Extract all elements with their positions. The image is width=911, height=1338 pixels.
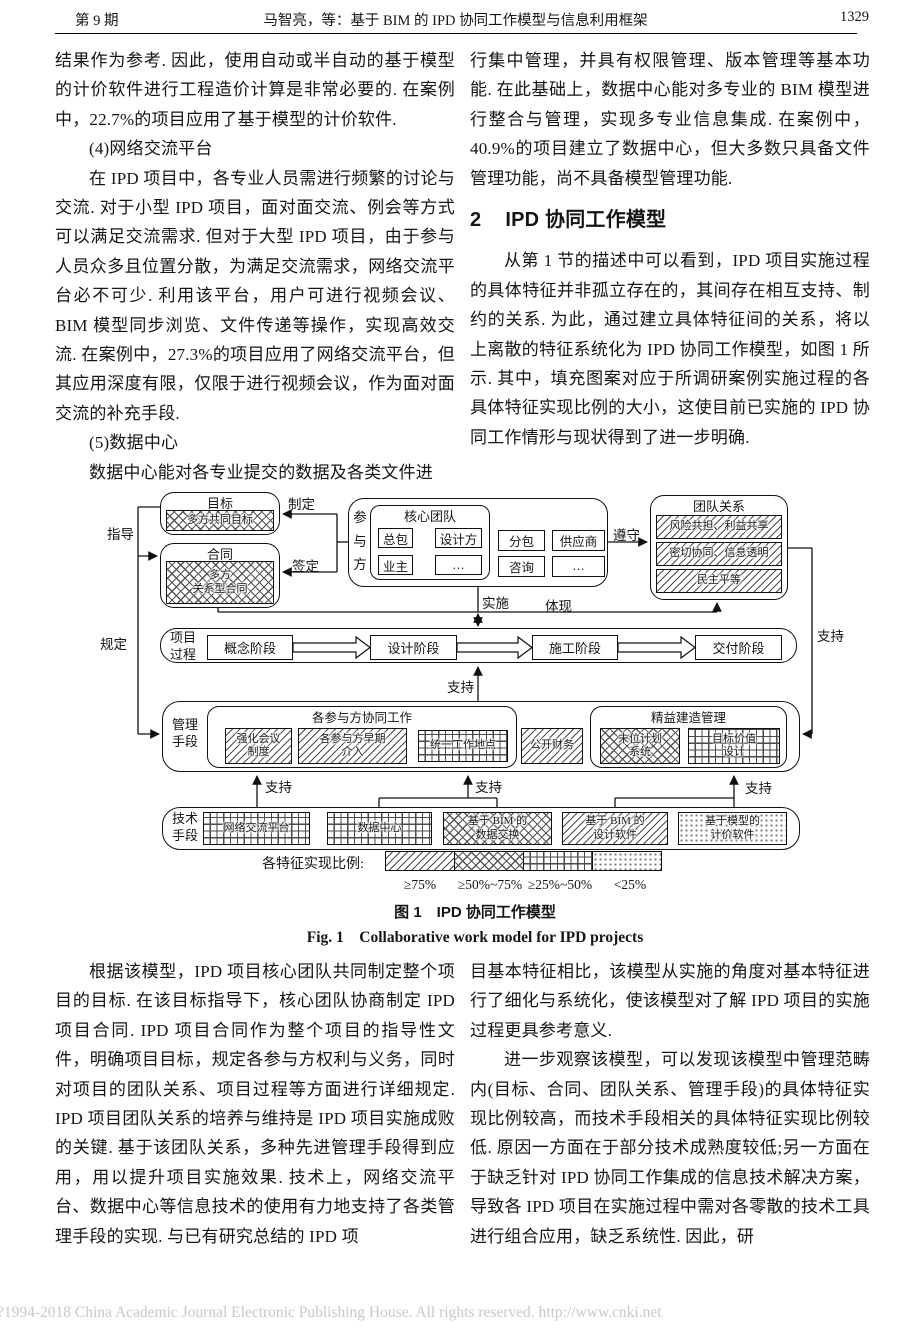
legend-swatch-diag [385,851,455,871]
edge-label-sign: 签定 [292,559,319,574]
participants-label: 参 与 方 [353,510,367,573]
team-relation-item: 风险共担、利益共享 [656,515,782,539]
page-number: 1329 [840,9,869,25]
body-paragraph: 根据该模型，IPD 项目核心团队共同制定整个项目的目标. 在该目标指导下，核心团… [55,962,455,1246]
legend-range: ≥50%~75% [457,877,523,892]
edge-label-support: 支持 [475,780,502,795]
edge-label-guide: 指导 [107,527,134,542]
lean-title: 精益建造管理 [650,711,726,725]
subheading-4: (4)网络交流平台 [89,139,213,159]
body-paragraph: 从第 1 节的描述中可以看到，IPD 项目实施过程的具体特征并非孤立存在的，其间… [470,251,870,447]
section-heading: 2 IPD 协同工作模型 [470,206,870,235]
contract-title: 合同 [206,547,233,562]
section-number: 2 [470,209,482,232]
section-title: IPD 协同工作模型 [505,209,667,232]
right-column-top: 行集中管理，并具有权限管理、版本管理等基本功能. 在此基础上，数据中心能对多专业… [470,46,870,452]
core-team-title: 核心团队 [403,509,456,524]
edge-label-stipulate: 规定 [100,637,127,652]
core-member: 设计方 [435,528,482,548]
technology-band-label: 技术 手段 [171,811,198,843]
edge-label-support: 支持 [447,680,474,695]
goal-item: 多方共同目标 [166,510,274,531]
legend-range: ≥75% [403,877,437,892]
other-participant: 供应商 [552,530,605,551]
contract-item: 多方 关系型合同 [166,561,274,604]
issue-label: 第 9 期 [75,13,119,29]
figure-caption-en: Fig. 1 Collaborative work model for IPD … [306,929,644,946]
edge-label-embody: 体现 [545,599,572,614]
tech-item-model-pricing-software: 基于模型的 计价软件 [678,812,787,845]
left-column-bottom: 根据该模型，IPD 项目核心团队共同制定整个项目的目标. 在该目标指导下，核心团… [55,957,455,1251]
tech-item-bim-design-software: 基于 BIM 的 设计软件 [562,812,668,845]
running-title: 马智亮，等：基于 BIM 的 IPD 协同工作模型与信息利用框架 [263,13,648,29]
legend-label: 各特征实现比例: [262,857,364,872]
edge-label-support: 支持 [745,781,772,796]
edge-label-support: 支持 [817,629,844,644]
lean-item-last-planner: 末位计划 系统 [600,728,680,764]
phase-delivery: 交付阶段 [695,635,782,660]
legend-range: ≥25%~50% [527,877,593,892]
body-paragraph: 进一步观察该模型，可以发现该模型中管理范畴内(目标、合同、团队关系、管理手段)的… [470,1050,870,1246]
legend-swatch-grid [523,851,593,871]
copyright-footer: ?1994-2018 China Academic Journal Electr… [0,1304,662,1321]
body-paragraph: 目基本特征相比，该模型从实施的角度对基本特征进行了细化与系统化，使该模型对了解 … [470,962,870,1040]
left-column-top: 结果作为参考. 因此，使用自动或半自动的基于模型的计价软件进行工程造价计算是非常… [55,46,455,487]
phase-concept: 概念阶段 [207,635,293,660]
figure-caption-zh: 图 1 IPD 协同工作模型 [394,904,556,921]
body-paragraph: 数据中心能对各专业提交的数据及各类文件进 [89,462,433,482]
subheading-5: (5)数据中心 [89,433,179,453]
core-member: 业主 [378,555,413,575]
team-relations-title: 团队关系 [692,499,745,514]
lean-item-target-value: 目标价值 设计 [688,728,780,764]
goal-title: 目标 [206,496,233,511]
tech-item-network-platform: 网络交流平台 [203,812,310,845]
body-paragraph: 结果作为参考. 因此，使用自动或半自动的基于模型的计价软件进行工程造价计算是非常… [55,51,455,129]
mgmt-item-meeting: 强化会议 制度 [225,728,292,764]
phase-design: 设计阶段 [370,635,457,660]
tech-item-bim-data-exchange: 基于 BIM 的 数据交换 [443,812,552,845]
header-rule [55,33,857,34]
edge-label-obey: 遵守 [613,528,640,543]
process-band-label: 项目 过程 [169,630,196,662]
body-paragraph: 在 IPD 项目中，各专业人员需进行频繁的讨论与交流. 对于小型 IPD 项目，… [55,168,455,423]
mgmt-item-colocation: 统一工作地点 [418,730,508,762]
other-participant: 分包 [498,530,545,551]
other-participant: 咨询 [498,556,545,577]
figure-1: 目标 多方共同目标 合同 多方 关系型合同 参 与 方 核心团队 总包 设计方 … [95,487,855,957]
legend-range: <25% [613,877,647,892]
collab-work-title: 各参与方协同工作 [311,711,412,725]
core-member: … [435,555,482,575]
tech-item-data-center: 数据中心 [327,812,432,845]
team-relation-item: 民主平等 [656,569,782,593]
legend-swatch-dots [592,851,662,871]
management-band-label: 管理 手段 [171,717,198,749]
legend-swatch-cross [454,851,524,871]
body-paragraph: 行集中管理，并具有权限管理、版本管理等基本功能. 在此基础上，数据中心能对多专业… [470,51,870,188]
core-member: 总包 [378,528,413,548]
edge-label-make: 制定 [288,497,315,512]
phase-construction: 施工阶段 [532,635,618,660]
mgmt-item-open-finance: 公开财务 [521,728,583,764]
team-relation-item: 密切协同、信息透明 [656,542,782,566]
other-participant: … [552,556,605,577]
edge-label-support: 支持 [265,780,292,795]
edge-label-implement: 实施 [482,596,509,611]
right-column-bottom: 目基本特征相比，该模型从实施的角度对基本特征进行了细化与系统化，使该模型对了解 … [470,957,870,1251]
mgmt-item-early-involvement: 各参与方早期 介入 [298,728,407,764]
